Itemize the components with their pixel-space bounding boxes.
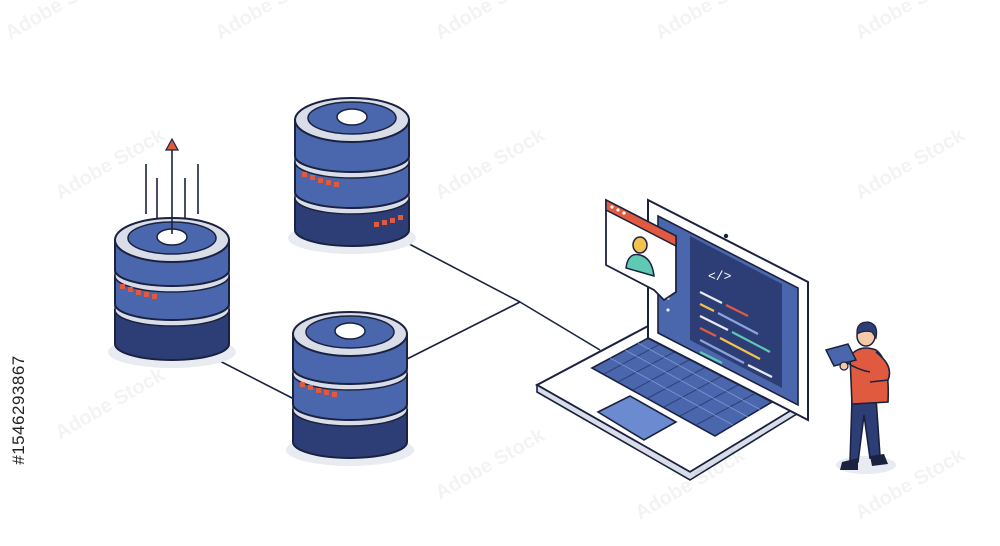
svg-text:Adobe Stock: Adobe Stock — [432, 424, 550, 505]
svg-text:</>: </> — [708, 269, 732, 284]
stock-id-text: #1546293867 — [9, 355, 29, 465]
person-with-tablet — [824, 321, 896, 474]
server-stack-left — [108, 217, 236, 368]
laptop — [534, 198, 809, 481]
laptop-trackpad — [596, 395, 678, 441]
tablet-icon — [824, 343, 871, 373]
upload-arrow-icon — [145, 137, 199, 234]
svg-text:Adobe Stock: Adobe Stock — [852, 124, 970, 205]
svg-text:Adobe Stock: Adobe Stock — [52, 124, 170, 205]
user-profile-card — [605, 198, 677, 302]
svg-text:Adobe Stock: Adobe Stock — [2, 0, 120, 44]
svg-text:Adobe Stock: Adobe Stock — [432, 124, 550, 205]
svg-text:Adobe Stock: Adobe Stock — [652, 0, 770, 44]
svg-text:Adobe Stock: Adobe Stock — [212, 0, 330, 44]
server-stack-bottom — [286, 311, 414, 466]
svg-text:Adobe Stock: Adobe Stock — [852, 0, 970, 44]
network-connections — [209, 234, 601, 401]
user-profile-icon — [625, 236, 655, 278]
server-stack-top — [288, 97, 416, 254]
svg-text:Adobe Stock: Adobe Stock — [432, 0, 550, 44]
svg-text:Adobe Stock: Adobe Stock — [52, 364, 170, 445]
stock-id-label: #1546293867 — [6, 280, 32, 540]
